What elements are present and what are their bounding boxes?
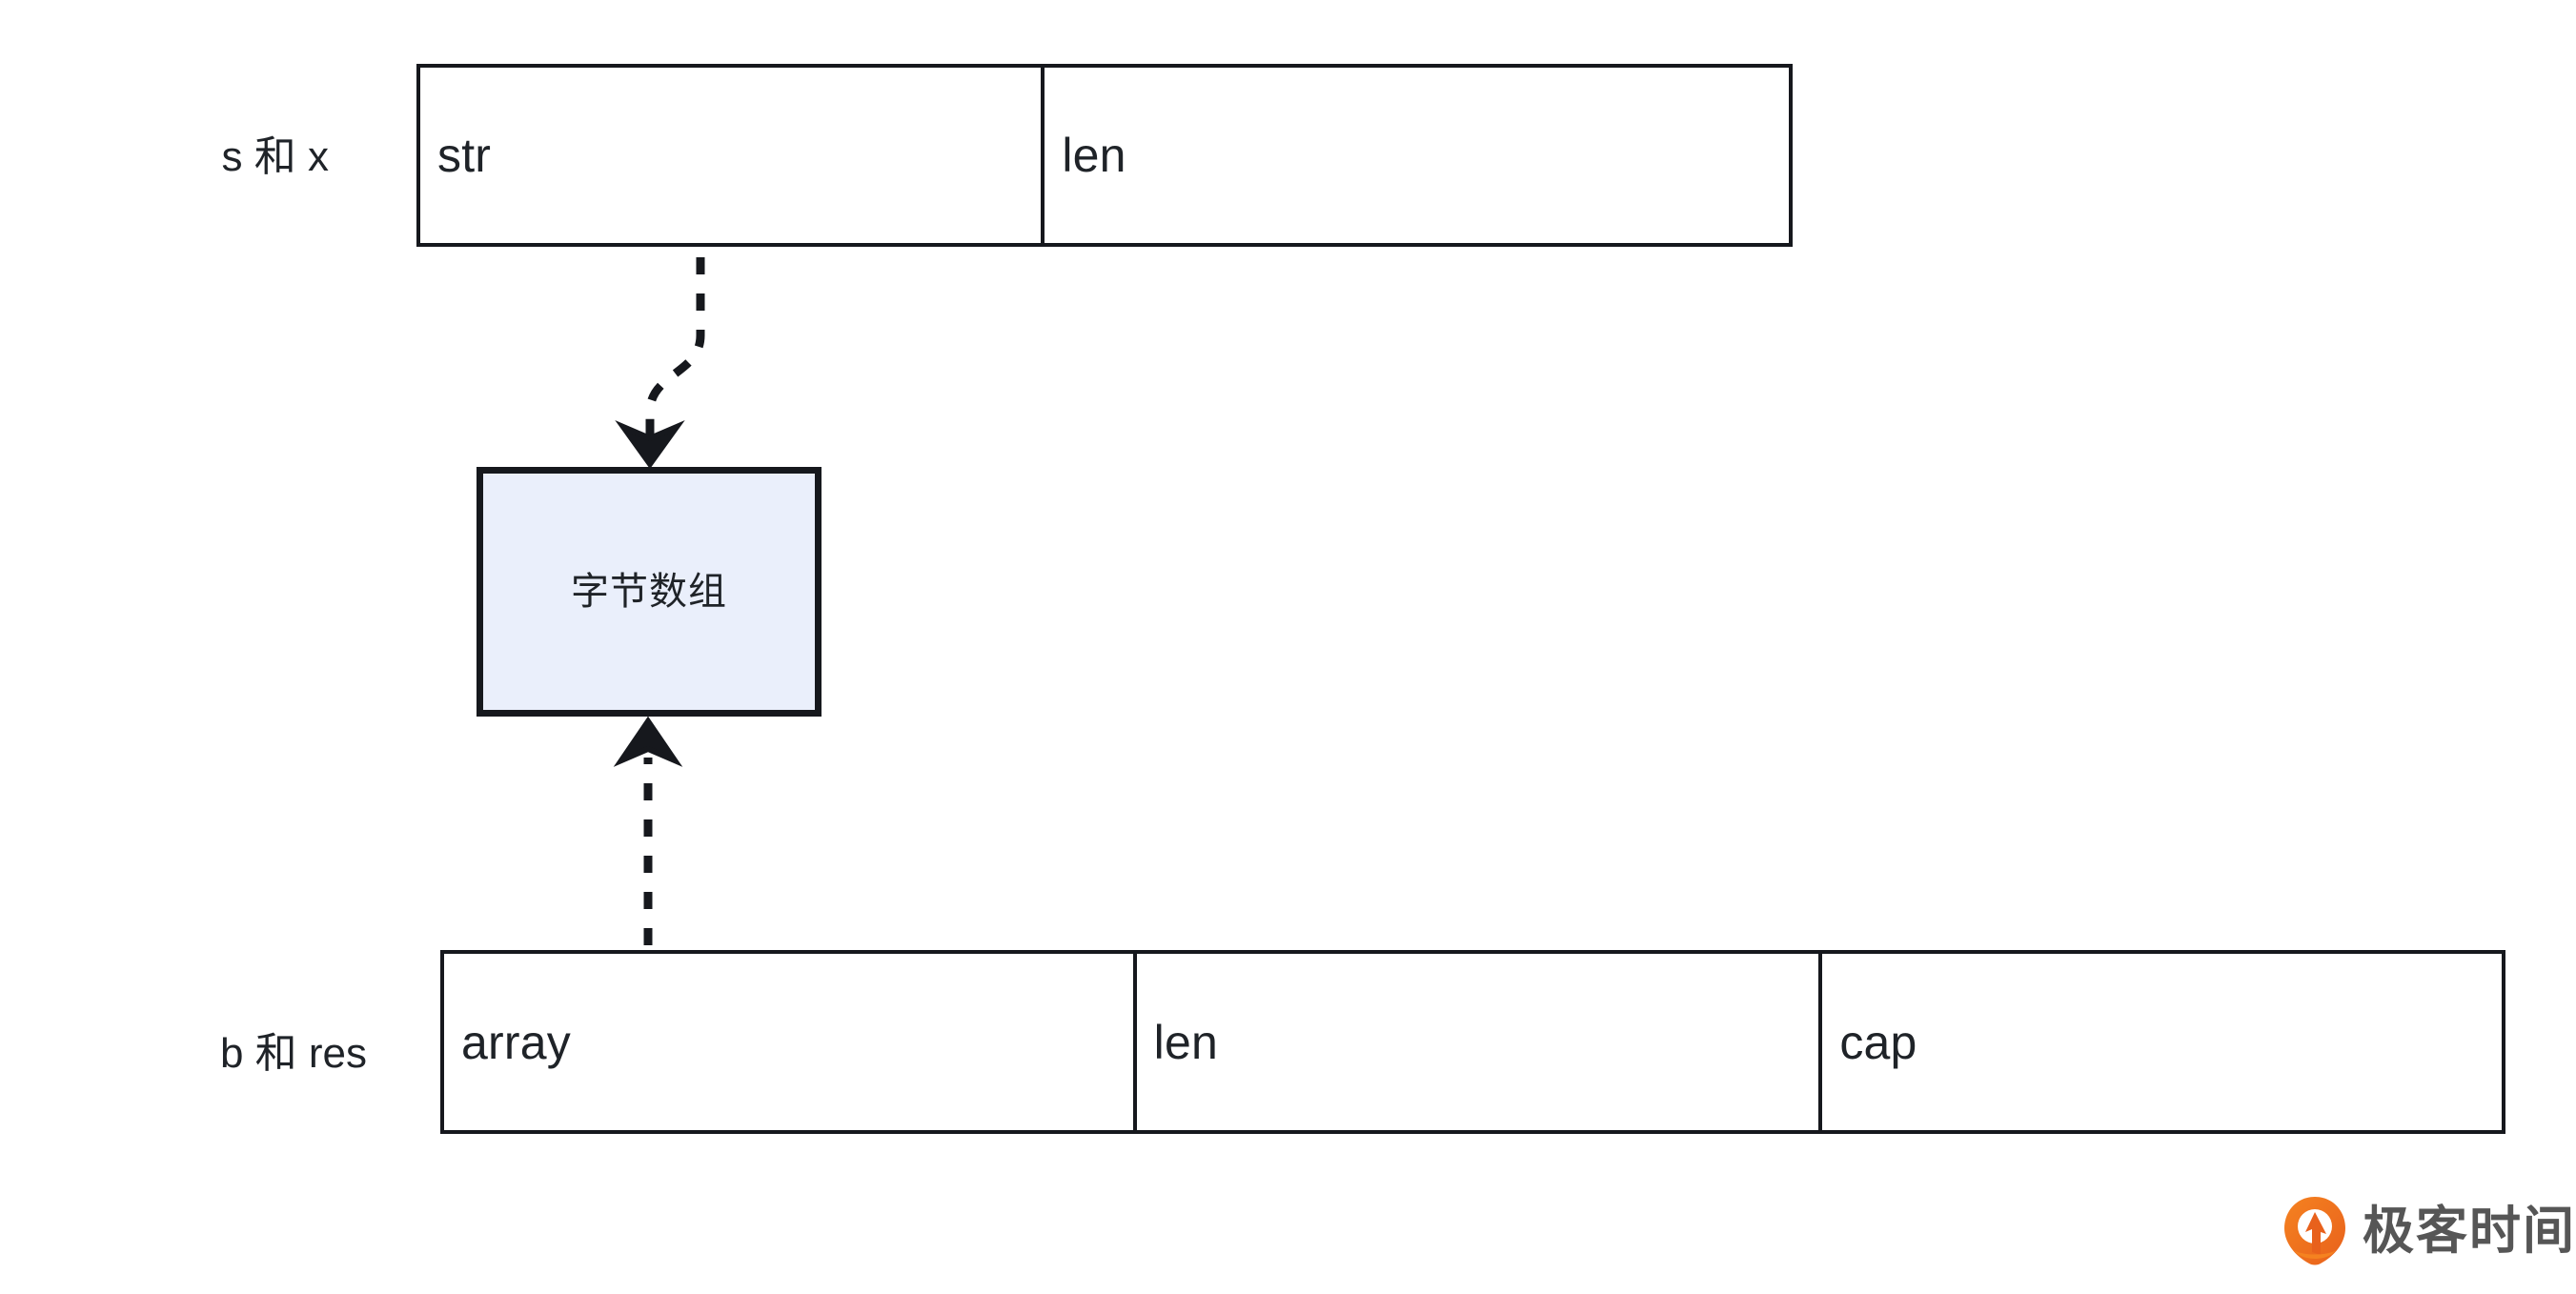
watermark: 极客时间 xyxy=(2281,1193,2576,1269)
struct-cell-slice-len[interactable]: len xyxy=(1132,954,1819,1130)
struct-cell-slice-cap[interactable]: cap xyxy=(1818,954,2502,1130)
struct-cell-str-label: str xyxy=(437,129,492,182)
heap-box-byte-array-label: 字节数组 xyxy=(571,571,727,613)
struct-cell-array[interactable]: array xyxy=(444,954,1133,1130)
heap-box-byte-array[interactable]: 字节数组 xyxy=(477,467,821,717)
struct-cell-str[interactable]: str xyxy=(420,68,1041,243)
geektime-pin-logo-icon xyxy=(2284,1197,2345,1265)
arrow-array-to-bytes xyxy=(613,716,683,945)
struct-box-slice-header: array len cap xyxy=(440,950,2505,1134)
watermark-brand-text: 极客时间 xyxy=(2363,1203,2576,1260)
struct-cell-array-label: array xyxy=(461,1015,571,1069)
struct-cell-slice-len-label: len xyxy=(1153,1015,1218,1069)
struct-cell-str-len[interactable]: len xyxy=(1041,68,1789,243)
struct-box-string-header: str len xyxy=(416,64,1793,247)
row-label-slice-header: b 和 res xyxy=(219,1030,367,1077)
row-label-string-header: s 和 x xyxy=(221,133,329,180)
struct-cell-str-len-label: len xyxy=(1062,129,1126,182)
arrow-str-to-bytes xyxy=(615,257,705,470)
struct-cell-slice-cap-label: cap xyxy=(1839,1015,1917,1069)
